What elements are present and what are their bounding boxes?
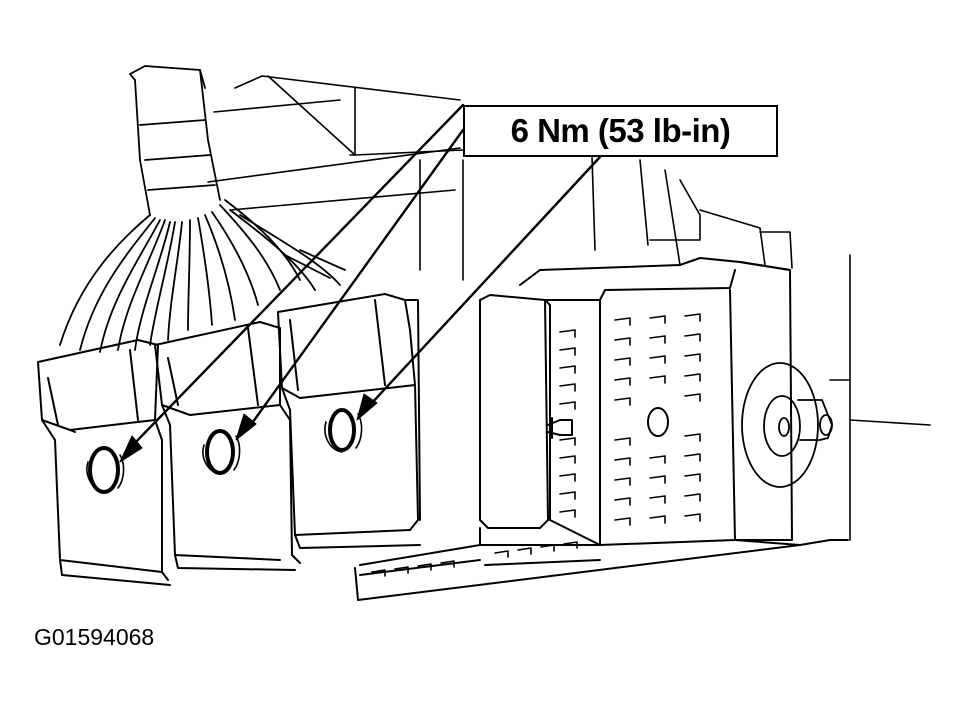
bolt-1 <box>87 448 124 492</box>
wire-harness <box>60 66 345 352</box>
arrowhead-3 <box>357 394 377 420</box>
background-structure <box>208 76 930 540</box>
torque-label: 6 Nm (53 lb-in) <box>510 112 731 149</box>
bolt-2 <box>203 431 240 474</box>
mounting-boss <box>742 363 832 487</box>
torque-callout: 6 Nm (53 lb-in) <box>463 105 778 157</box>
arrowhead-2 <box>236 414 256 440</box>
connector-3 <box>278 294 420 548</box>
bolt-3 <box>325 410 362 452</box>
figure-id: G01594068 <box>34 624 155 650</box>
connector-2 <box>155 322 300 570</box>
pin-grid <box>372 314 700 576</box>
connector-1 <box>38 340 170 585</box>
module-bolt-hole <box>648 408 668 436</box>
arrowheads <box>120 394 377 462</box>
leader-lines <box>132 105 600 446</box>
arrowhead-1 <box>120 436 142 462</box>
module-housing <box>355 258 848 600</box>
module-stud <box>548 418 572 438</box>
